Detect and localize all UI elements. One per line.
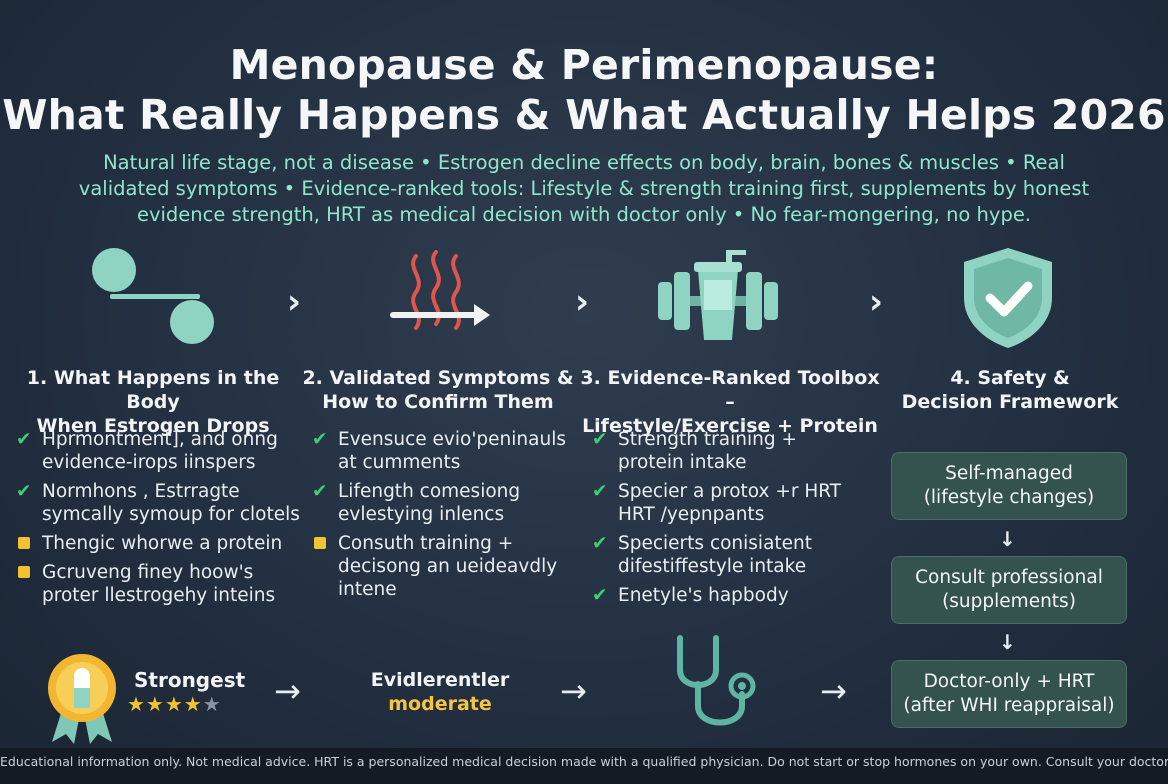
list-item: Consuth training + decisong an ueideavdl… xyxy=(312,532,574,601)
subtitle-line-2: validated symptoms • Evidence-ranked too… xyxy=(78,177,1090,200)
star-empty-icon: ★ xyxy=(202,692,222,716)
column-2-title-line-1: 2. Validated Symptoms & xyxy=(302,367,574,389)
check-icon: ✔ xyxy=(16,481,32,502)
down-arrow-icon: ↓ xyxy=(999,527,1016,551)
list-item: ✔ Strength training + protein intake xyxy=(592,428,852,474)
evidence-arrow-3: → xyxy=(820,672,847,710)
list-item-text: Thengic whorwe a protein xyxy=(42,533,283,554)
list-item: ✔ Specierts conisiatent difestiffestyle i… xyxy=(592,532,852,578)
list-item: Thengic whorwe a protein xyxy=(16,532,306,555)
check-icon: ✔ xyxy=(312,429,328,450)
column-1-title: 1. What Happens in the Body When Estroge… xyxy=(8,366,298,438)
award-badge-icon xyxy=(48,654,116,744)
shield-check-icon xyxy=(964,248,1052,348)
dumbbell-shaker-icon xyxy=(658,250,778,340)
yellow-square-icon xyxy=(16,561,42,607)
list-item: ✔ Hprmontment], and onng evidence-irops i… xyxy=(16,428,306,474)
column-4-title: 4. Safety & Decision Framework xyxy=(890,366,1130,414)
decision-box-label: Doctor-only + HRT xyxy=(923,671,1095,692)
star-filled-icon: ★★★★ xyxy=(127,692,203,716)
list-item-text: Hprmontment], and onng evidence-irops ii… xyxy=(42,429,278,473)
list-item-text: Enetyle's hapbody xyxy=(618,585,789,606)
list-item: ✔ Evensuce evio'peninauls at cumments xyxy=(312,428,574,474)
decision-box-self-managed: Self-managed (lifestyle changes) xyxy=(891,452,1127,520)
list-item: ✔ Specier a protox +r HRT HRT /yepnpants xyxy=(592,480,852,526)
flow-arrow-1: › xyxy=(287,282,302,322)
list-item-text: Specierts conisiatent difestiffestyle in… xyxy=(618,533,813,577)
decision-box-label: Self-managed xyxy=(945,463,1073,484)
column-3-list: ✔ Strength training + protein intake ✔ Spe… xyxy=(592,428,852,613)
evidence-middle: Evidlerentler moderate xyxy=(340,668,540,716)
column-3-title: 3. Evidence-Ranked Toolbox – Lifestyle/E… xyxy=(578,366,882,438)
disclaimer-footer: Educational information only. Not medica… xyxy=(0,748,1168,784)
column-1-title-line-2: When Estrogen Drops xyxy=(36,415,270,437)
decision-box-detail: (lifestyle changes) xyxy=(923,487,1095,508)
list-item: ✔ Normhons , Estrragte symcally symoup fo… xyxy=(16,480,306,526)
list-item-text: Gcruveng finey hoow's proter llestrogehy… xyxy=(42,562,276,606)
check-icon: ✔ xyxy=(16,429,32,450)
evidence-arrow-1: → xyxy=(274,672,301,710)
subtitle-line-1: Natural life stage, not a disease • Estr… xyxy=(103,151,1065,174)
evidence-strongest-label: Strongest xyxy=(134,668,246,692)
check-icon: ✔ xyxy=(592,585,608,606)
list-item: Gcruveng finey hoow's proter llestrogehy… xyxy=(16,561,306,607)
check-icon: ✔ xyxy=(592,533,608,554)
list-item-text: Normhons , Estrragte symcally symoup for… xyxy=(42,481,300,525)
list-item-text: Consuth training + decisong an ueideavdl… xyxy=(338,533,558,600)
column-2-list: ✔ Evensuce evio'peninauls at cumments ✔ Li… xyxy=(312,428,574,607)
column-1-list: ✔ Hprmontment], and onng evidence-irops i… xyxy=(16,428,306,613)
column-3-title-line-1: 3. Evidence-Ranked Toolbox – xyxy=(580,367,880,413)
list-item: ✔ Enetyle's hapbody xyxy=(592,584,852,607)
star-rating: ★★★★★ xyxy=(127,692,222,716)
title-line-1: Menopause & Perimenopause: xyxy=(229,41,939,89)
decision-box-label: Consult professional xyxy=(915,567,1103,588)
yellow-square-icon xyxy=(312,532,338,601)
page-title: Menopause & Perimenopause: What Really H… xyxy=(0,40,1168,140)
subtitle-line-3: evidence strength, HRT as medical decisi… xyxy=(136,203,1032,226)
list-item-text: Specier a protox +r HRT HRT /yepnpants xyxy=(618,481,842,525)
column-2-title-line-2: How to Confirm Them xyxy=(322,391,554,413)
column-3-title-line-2: Lifestyle/Exercise + Protein xyxy=(582,415,878,437)
column-4-title-line-2: Decision Framework xyxy=(901,391,1119,413)
body-balance-icon xyxy=(92,248,214,344)
page-subtitle: Natural life stage, not a disease • Estr… xyxy=(40,150,1128,228)
column-1-title-line-1: 1. What Happens in the Body xyxy=(26,367,280,413)
list-item-text: Lifength comesiong evlestying inlencs xyxy=(338,481,521,525)
check-icon: ✔ xyxy=(312,481,328,502)
decision-box-detail: (after WHI reappraisal) xyxy=(903,695,1115,716)
list-item: ✔ Lifength comesiong evlestying inlencs xyxy=(312,480,574,526)
down-arrow-icon: ↓ xyxy=(999,630,1016,654)
title-line-2: What Really Happens & What Actually Help… xyxy=(2,91,1166,139)
heat-wave-icon xyxy=(390,250,490,330)
stethoscope-icon xyxy=(677,635,756,726)
yellow-square-icon xyxy=(16,532,42,555)
evidence-middle-label: Evidlerentler xyxy=(370,669,510,691)
flow-arrow-2: › xyxy=(575,282,590,322)
list-item-text: Evensuce evio'peninauls at cumments xyxy=(338,429,566,473)
decision-box-detail: (supplements) xyxy=(942,591,1076,612)
check-icon: ✔ xyxy=(592,429,608,450)
column-2-title: 2. Validated Symptoms & How to Confirm T… xyxy=(300,366,576,414)
flow-arrow-3: › xyxy=(869,282,884,322)
decision-box-doctor-only: Doctor-only + HRT (after WHI reappraisal… xyxy=(891,660,1127,728)
list-item-text: Strength training + protein intake xyxy=(618,429,797,473)
evidence-arrow-2: → xyxy=(560,672,587,710)
evidence-moderate-label: moderate xyxy=(388,693,492,715)
check-icon: ✔ xyxy=(592,481,608,502)
decision-box-consult: Consult professional (supplements) xyxy=(891,556,1127,624)
column-4-title-line-1: 4. Safety & xyxy=(950,367,1070,389)
